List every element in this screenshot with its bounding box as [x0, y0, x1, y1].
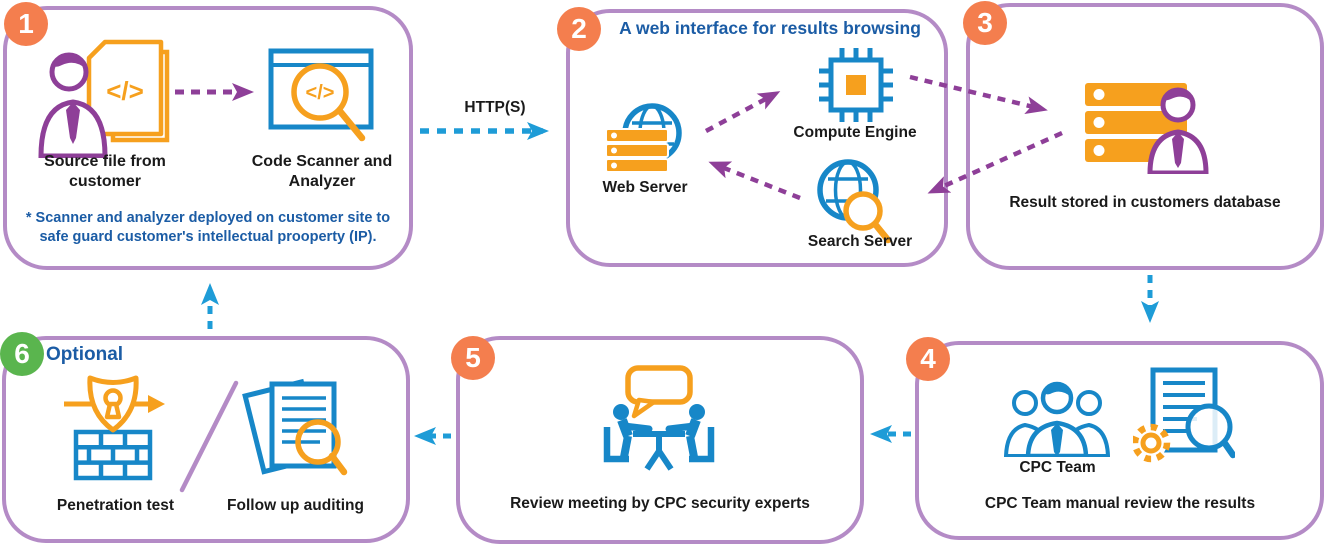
step4-label: CPC Team manual review the results — [984, 495, 1256, 512]
firewall-wall — [73, 429, 153, 481]
http-arrow-label: HTTP(S) — [464, 99, 526, 116]
step3-badge: 3 — [963, 1, 1007, 45]
web-server-label: Web Server — [602, 179, 688, 196]
follow-up-auditing-label: Follow up auditing — [227, 497, 364, 514]
step6-badge: 6 — [0, 332, 44, 376]
source-file-label: Source file from customer — [44, 153, 166, 190]
search-server-label: Search Server — [807, 233, 913, 250]
step5-badge: 5 — [451, 336, 495, 380]
compute-engine-label: Compute Engine — [793, 124, 917, 141]
step1-badge: 1 — [4, 2, 48, 46]
magnifier-icon — [1185, 403, 1233, 451]
step1-note: * Scanner and analyzer deployed on custo… — [25, 210, 391, 245]
code-glyph: </> — [306, 82, 335, 104]
magnifier-icon — [295, 419, 341, 465]
compute-engine-icon — [819, 48, 893, 122]
step4-box — [915, 341, 1324, 540]
cpc-team-label: CPC Team — [1019, 459, 1096, 476]
step4-badge: 4 — [906, 337, 950, 381]
search-server-icon — [817, 159, 892, 244]
follow-up-auditing-icon — [242, 378, 348, 476]
code-glyph: </> — [106, 76, 144, 106]
review-meeting-icon — [603, 365, 715, 471]
step5-label: Review meeting by CPC security experts — [510, 495, 810, 512]
cpc-team-icon — [1004, 381, 1110, 457]
review-document-icon — [1133, 367, 1235, 463]
database-person-icon — [1085, 83, 1209, 174]
step3-label: Result stored in customers database — [1009, 194, 1281, 211]
web-server-icon — [605, 103, 682, 173]
source-file-person-icon: </> — [38, 39, 170, 158]
code-scanner-label: Code Scanner and Analyzer — [251, 153, 393, 190]
code-scanner-icon: </> — [268, 48, 374, 142]
step2-badge: 2 — [557, 7, 601, 51]
penetration-test-label: Penetration test — [56, 497, 175, 514]
step2-title: A web interface for results browsing — [619, 18, 921, 38]
penetration-test-icon — [64, 375, 165, 481]
optional-title: Optional — [46, 344, 124, 365]
